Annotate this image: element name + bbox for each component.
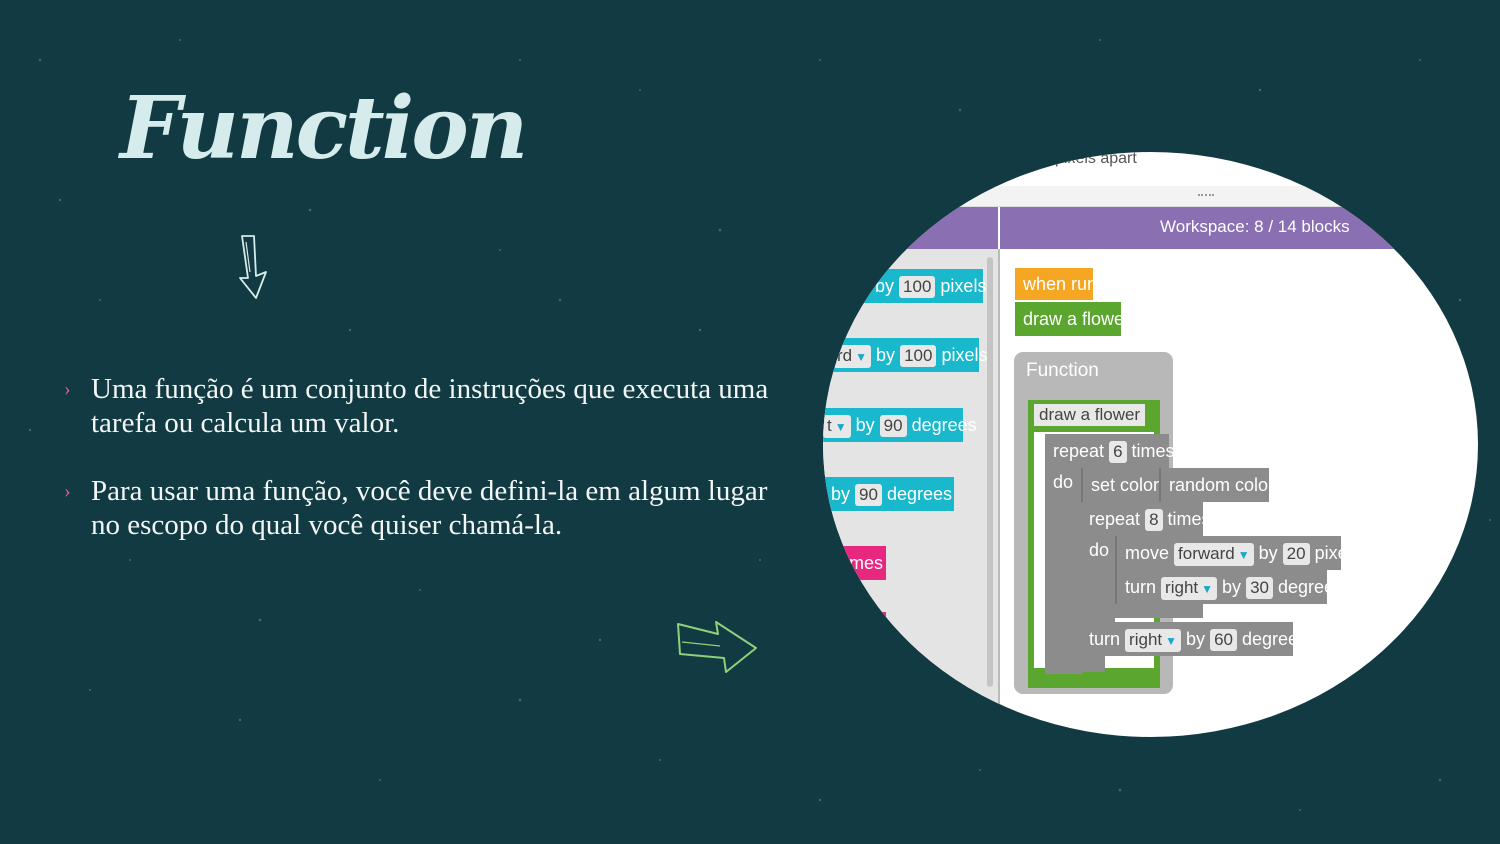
do-label-inner: do <box>1089 540 1110 560</box>
random-color-block[interactable]: random color <box>1159 468 1274 502</box>
block-text: turn <box>1125 577 1157 597</box>
bullet-text: Para usar uma função, você deve defini-l… <box>91 475 768 541</box>
block-text: by <box>1186 629 1206 649</box>
block-text: by <box>1222 577 1242 597</box>
block-value: 90 <box>855 484 882 506</box>
block-dropdown: t <box>827 416 832 435</box>
block-text: repeat <box>1053 441 1105 461</box>
block-text: pixels <box>1314 543 1361 563</box>
block-dropdown: rd <box>837 346 853 365</box>
block-text: by <box>1258 543 1278 563</box>
toolbox-header <box>823 207 998 249</box>
toolbox-scrollbar[interactable] <box>987 257 993 687</box>
block-dropdown[interactable]: right <box>1165 578 1199 597</box>
block-dropdown[interactable]: forward <box>1178 544 1235 563</box>
splitter-bar[interactable] <box>823 186 1478 207</box>
block-value[interactable]: 60 <box>1210 629 1237 651</box>
function-label: Function <box>1026 360 1099 381</box>
block-value: 100 <box>899 276 936 298</box>
when-run-block[interactable]: when run <box>1015 268 1097 300</box>
block-text: degrees <box>1242 629 1308 649</box>
repeat-outer-block[interactable]: repeat 6 times <box>1045 434 1175 468</box>
move-forward-block[interactable]: move forward▼ by 20 pixels <box>1115 536 1361 570</box>
repeat-outer-body <box>1045 435 1083 675</box>
workspace-header: Workspace: 8 / 14 blocks <box>1000 207 1478 249</box>
function-name-field[interactable]: draw a flower <box>1034 404 1146 426</box>
block-text: move <box>1125 543 1170 563</box>
bullet-marker: › <box>64 378 71 400</box>
block-text: mes <box>849 553 884 573</box>
block-text: random color <box>1169 475 1275 495</box>
block-text: by <box>876 345 896 365</box>
draw-flower-call-block[interactable]: draw a flower <box>1015 302 1130 336</box>
caption-text: pixels apart <box>1055 152 1137 167</box>
block-value[interactable]: 20 <box>1282 543 1310 565</box>
block-text: degrees <box>1278 577 1344 597</box>
block-text: when run <box>1023 274 1098 294</box>
block-text: repeat <box>1089 509 1141 529</box>
block-value: 100 <box>900 345 937 367</box>
bullet-marker: › <box>64 480 71 502</box>
block-dropdown[interactable]: right <box>1129 630 1163 649</box>
block-value[interactable]: 6 <box>1109 441 1127 463</box>
block-text: by <box>855 415 875 435</box>
toolbox-block-repeat[interactable]: mes <box>823 546 886 580</box>
repeat-inner-block[interactable]: repeat 8 times <box>1081 502 1211 536</box>
set-color-block[interactable]: set color <box>1081 468 1167 502</box>
toolbox-block-move[interactable]: by 100 pixels <box>823 269 987 303</box>
do-label: do <box>1053 472 1074 492</box>
hand-drawn-arrow-down-icon <box>239 235 267 299</box>
repeat-outer-footer <box>1045 656 1105 672</box>
bullet-item: › Para usar uma função, você deve defini… <box>64 474 794 542</box>
bullet-item: › Uma função é um conjunto de instruções… <box>64 372 794 440</box>
block-text: degrees <box>886 484 953 504</box>
toolbox-block-move-direction[interactable]: rd▼ by 100 pixels <box>823 338 987 372</box>
bullet-text: Uma função é um conjunto de instruções q… <box>91 373 769 439</box>
block-text: set color <box>1091 475 1160 495</box>
slide-title: Function <box>120 78 528 179</box>
block-text: turn <box>1089 629 1121 649</box>
function-footer <box>1028 674 1160 688</box>
turn-right-30-block[interactable]: turn right▼ by 30 degrees <box>1115 570 1343 604</box>
code-screenshot: pixels apart Workspace: 8 / 14 blocks by… <box>823 152 1478 737</box>
block-text: by <box>831 484 851 504</box>
block-value[interactable]: 30 <box>1246 577 1273 599</box>
block-value: 90 <box>879 415 907 437</box>
toolbox-block-partial[interactable] <box>823 612 886 624</box>
block-value[interactable]: 8 <box>1145 509 1163 531</box>
turn-right-60-block[interactable]: turn right▼ by 60 degrees <box>1081 622 1307 656</box>
bullet-list: › Uma função é um conjunto de instruções… <box>64 372 794 576</box>
repeat-inner-footer <box>1081 604 1203 618</box>
block-text: times <box>1131 441 1175 461</box>
block-text: pixels <box>941 345 988 365</box>
hand-drawn-arrow-right-icon <box>677 621 757 673</box>
block-text: times <box>1167 509 1211 529</box>
block-text: draw a flower <box>1023 309 1131 329</box>
workspace-count: Workspace: 8 / 14 blocks <box>1160 217 1350 236</box>
block-text: degrees <box>911 415 977 435</box>
block-text: pixels <box>940 276 987 296</box>
block-text: by <box>875 276 895 296</box>
toolbox-block-turn[interactable]: t▼ by 90 degrees <box>823 408 977 442</box>
toolbox-block-turn-2[interactable]: by 90 degrees <box>823 477 954 511</box>
